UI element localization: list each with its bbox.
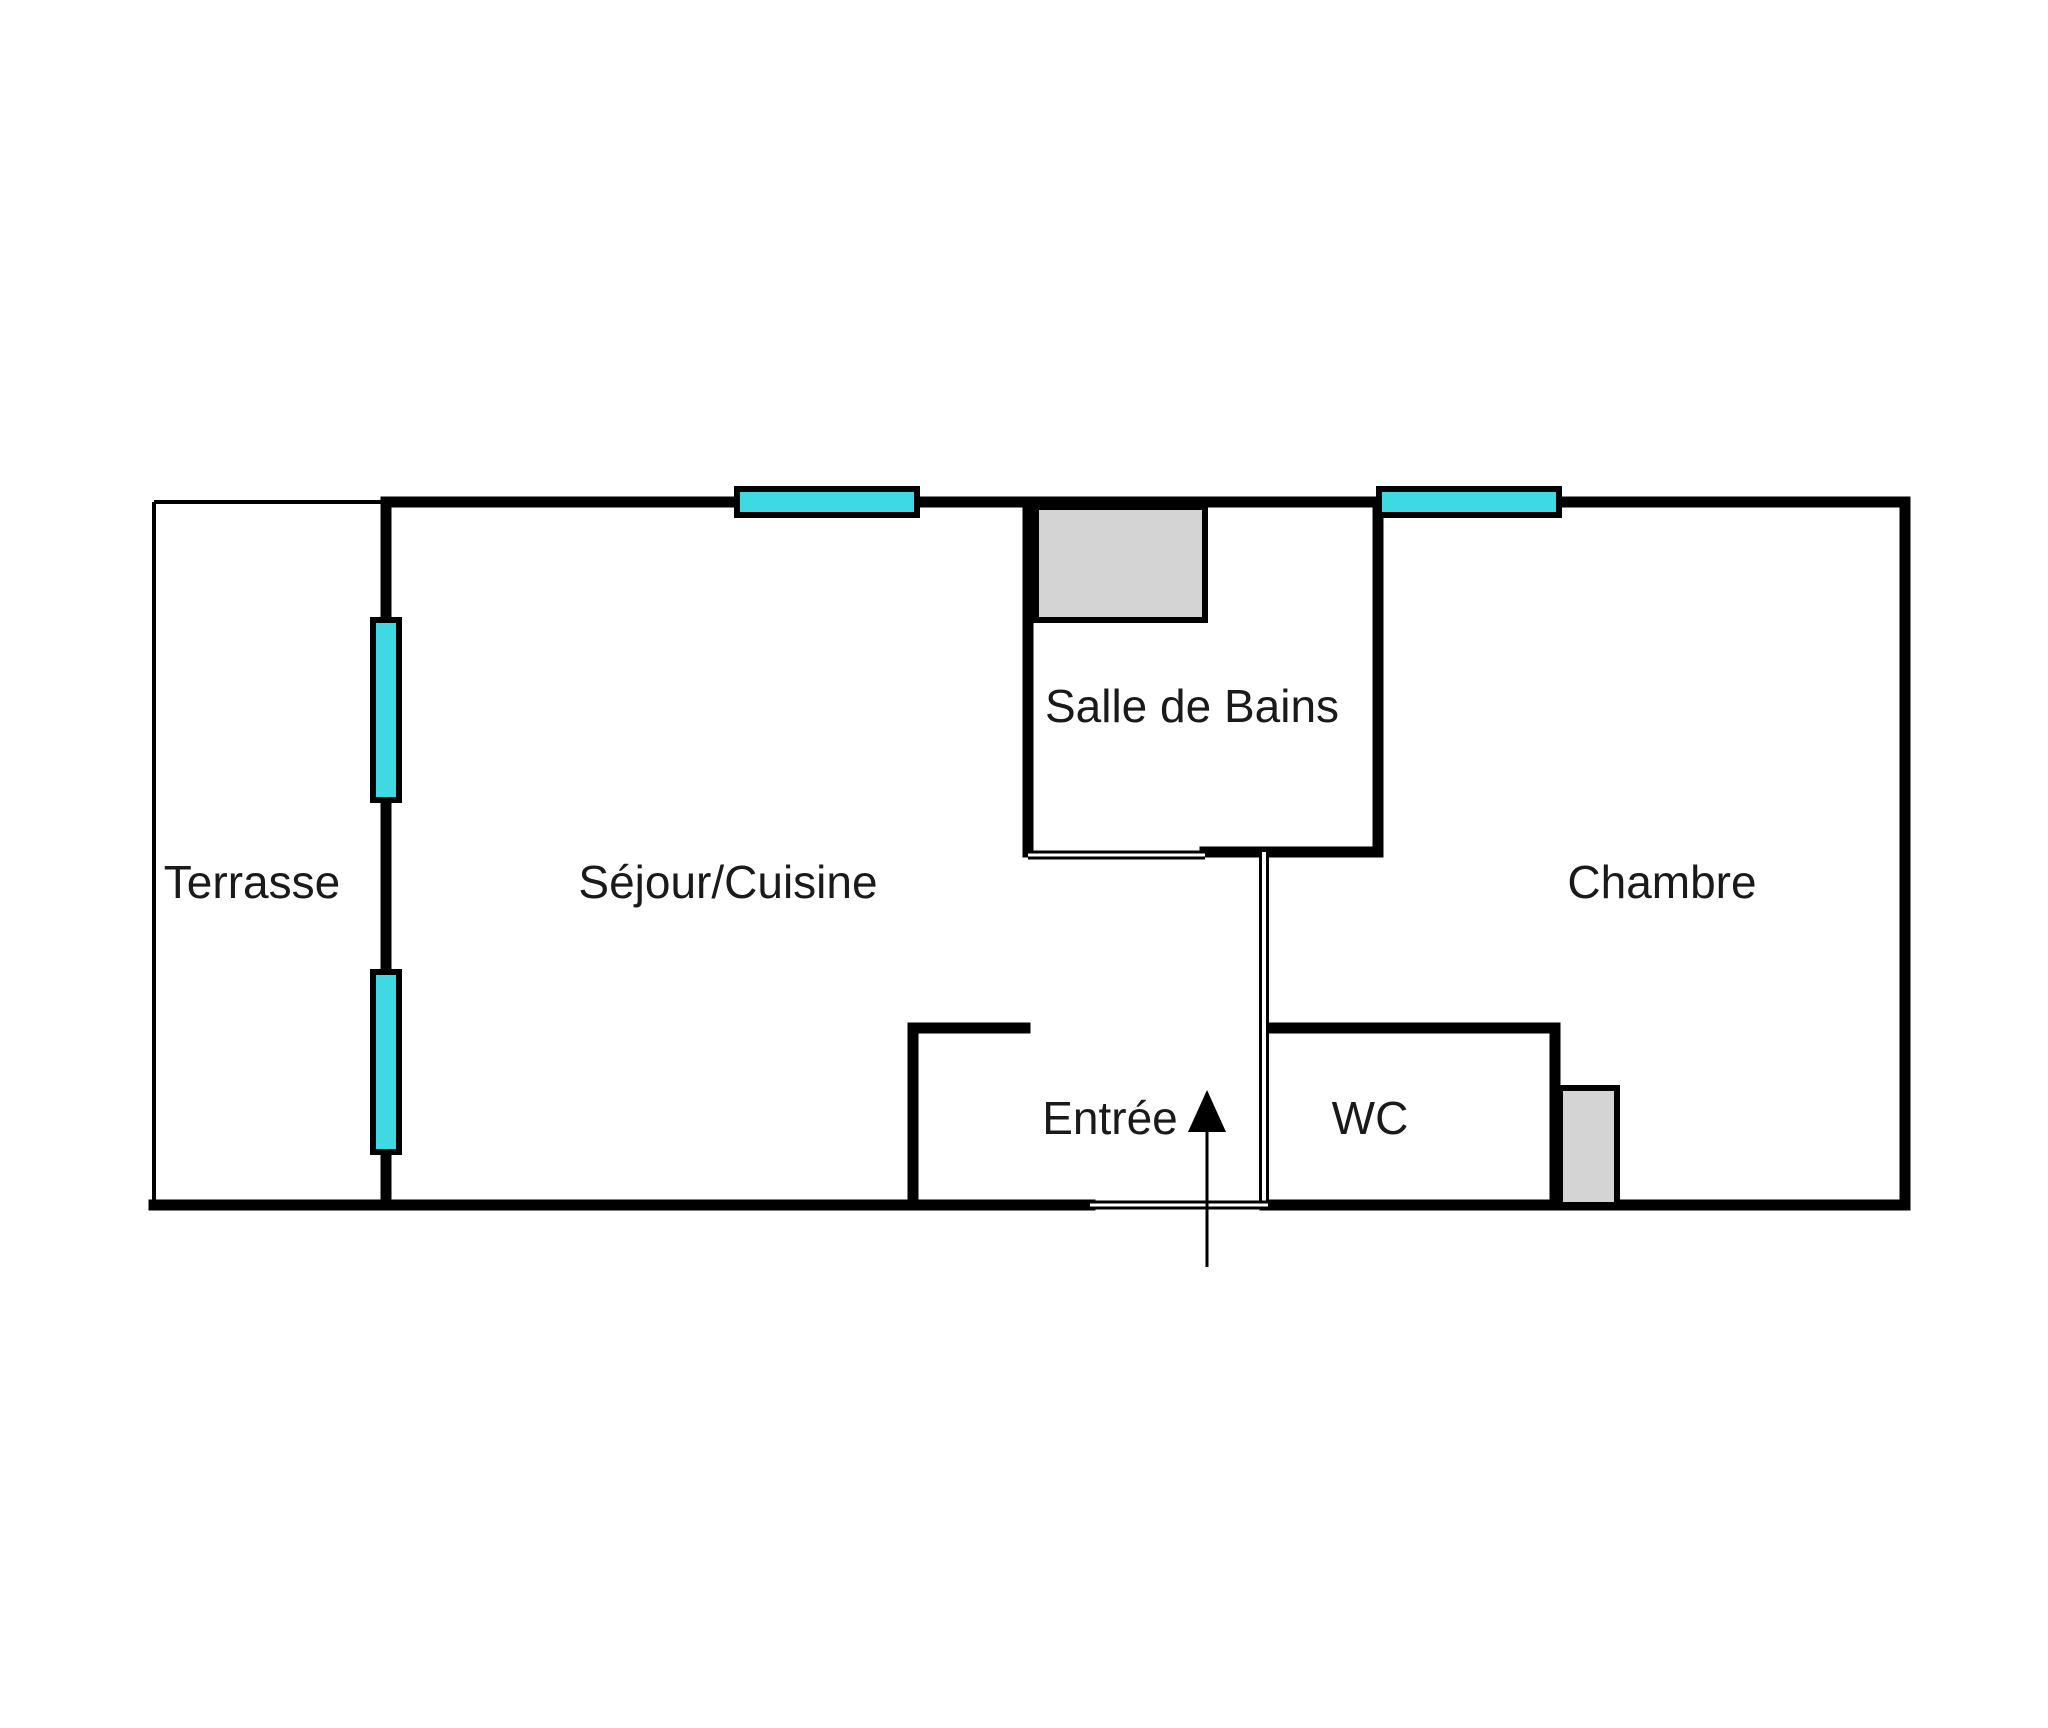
window-terrasse-lower	[370, 969, 402, 1155]
room-label-entree: Entrée	[1042, 1092, 1178, 1144]
terrasse-outline	[152, 500, 386, 1205]
room-label-chambre: Chambre	[1567, 856, 1756, 908]
room-label-sejour: Séjour/Cuisine	[578, 856, 877, 908]
wc-cabinet-fixture	[1557, 1085, 1620, 1208]
window-sejour-top	[734, 486, 920, 518]
window-chambre-top	[1376, 486, 1562, 518]
bathtub-fixture	[1033, 504, 1208, 623]
thin-partitions	[1028, 850, 1269, 1210]
windows	[370, 486, 1562, 1155]
room-label-wc: WC	[1332, 1092, 1409, 1144]
fixtures	[1033, 504, 1620, 1208]
window-terrasse-upper	[370, 617, 402, 803]
room-label-terrasse: Terrasse	[164, 856, 340, 908]
arrow-up-icon	[1188, 1090, 1226, 1267]
room-label-salle-de-bains: Salle de Bains	[1045, 680, 1339, 732]
